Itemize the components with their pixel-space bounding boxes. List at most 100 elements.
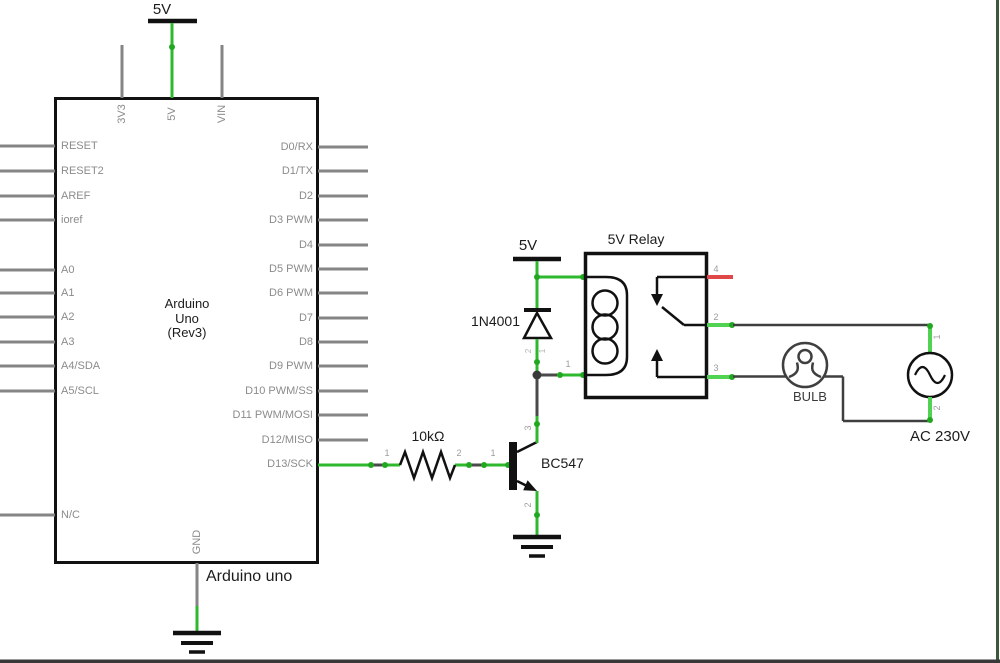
wire-dot xyxy=(557,372,563,378)
transistor-base-num: 1 xyxy=(490,448,496,458)
ac-source-label: AC 230V xyxy=(910,428,971,445)
base-drive-net[interactable] xyxy=(318,462,511,468)
relay-coil-loop xyxy=(591,337,619,365)
transistor-base-bar[interactable] xyxy=(509,442,517,490)
pin-label-d8: D8 xyxy=(298,336,313,348)
wire-dot xyxy=(927,323,933,329)
contact-arrow-up xyxy=(651,349,663,361)
relay-title: 5V Relay xyxy=(607,231,665,247)
diode-triangle[interactable] xyxy=(521,310,554,340)
wire-dot xyxy=(368,462,374,468)
transistor-bc547[interactable] xyxy=(509,440,561,558)
pin-label-3v3: 3V3 xyxy=(116,104,128,124)
bulb-filament-left xyxy=(788,362,800,379)
resistor-10k[interactable] xyxy=(398,448,457,482)
contact-arrow-down xyxy=(651,294,663,306)
flyback-diode-net[interactable] xyxy=(513,256,586,443)
right-pin-stubs[interactable] xyxy=(318,145,368,442)
resistor-zigzag[interactable] xyxy=(398,448,457,482)
pin-label-d3: D3 PWM xyxy=(269,214,313,226)
pin-label-a2: A2 xyxy=(61,311,75,323)
ground-symbol-emitter xyxy=(513,534,561,558)
arduino-name-line2: Uno xyxy=(175,310,199,326)
wire-dot xyxy=(481,462,487,468)
bulb-filament-loop xyxy=(797,348,813,365)
pin-label-a1: A1 xyxy=(61,287,75,299)
diode-pin2-num: 2 xyxy=(524,348,533,354)
diode-pin1-num: 1 xyxy=(538,348,547,354)
wire-dot xyxy=(927,417,933,423)
pin-label-d11: D11 PWM/MOSI xyxy=(232,409,313,421)
transistor-collector-num: 3 xyxy=(523,425,533,431)
wire-dot xyxy=(534,421,540,427)
pin-label-a5-scl: A5/SCL xyxy=(61,385,99,397)
ground-symbol-arduino xyxy=(173,630,221,654)
arduino-board[interactable] xyxy=(0,18,368,654)
right-edge-border xyxy=(996,0,999,663)
wire-dot xyxy=(729,322,735,328)
arduino-name-line3: (Rev3) xyxy=(167,325,207,340)
pin-label-d7: D7 xyxy=(298,312,313,324)
wire-dot xyxy=(534,359,540,365)
arduino-5v-label: 5V xyxy=(152,1,172,18)
relay-pin3-num: 3 xyxy=(713,363,719,373)
pin-label-d13: D13/SCK xyxy=(267,458,313,470)
resistor-pin1-num: 1 xyxy=(384,448,390,458)
wire-dot xyxy=(466,462,472,468)
arduino-name-line1: Arduino xyxy=(164,296,210,311)
pin-label-aref: AREF xyxy=(61,190,91,202)
arduino-caption: Arduino uno xyxy=(206,568,293,585)
relay-5v-label: 5V xyxy=(518,237,538,254)
pin-label-5v: 5V xyxy=(166,107,178,121)
pin-label-gnd: GND xyxy=(191,529,203,555)
pin-label-d2: D2 xyxy=(298,190,313,202)
arduino-outline[interactable] xyxy=(54,97,319,564)
relay-coil-loop xyxy=(591,289,619,317)
bulb-circle[interactable] xyxy=(781,341,829,389)
left-pin-stubs[interactable] xyxy=(0,144,55,517)
bulb-lamp[interactable] xyxy=(781,341,829,389)
ac-pin1-num: 1 xyxy=(932,334,942,340)
relay-coil-loop xyxy=(591,313,619,341)
pin-label-d5: D5 PWM xyxy=(269,263,313,275)
ac-source[interactable] xyxy=(906,323,954,423)
bulb-filament-right xyxy=(810,362,822,379)
bottom-edge-border xyxy=(0,659,1000,663)
relay-coil-arc xyxy=(587,275,629,377)
load-circuit[interactable] xyxy=(733,323,954,423)
resistor-value-label: 10kΩ xyxy=(411,428,445,444)
pin-label-d10: D10 PWM/SS xyxy=(245,385,313,397)
sine-wave-icon xyxy=(914,365,946,385)
relay-5v[interactable] xyxy=(583,251,736,400)
junction-dot xyxy=(532,370,542,380)
wire-dot xyxy=(534,274,540,280)
ac-pin2-num: 2 xyxy=(932,405,942,411)
relay-pin4-num: 4 xyxy=(713,264,719,274)
wire-dot xyxy=(382,462,388,468)
pin-label-d4: D4 xyxy=(298,239,313,251)
arduino-name: Arduino Uno (Rev3) xyxy=(137,296,237,341)
pin-label-a4-sda: A4/SDA xyxy=(61,360,101,372)
pin-label-d9: D9 PWM xyxy=(269,360,313,372)
relay-pin2-num: 2 xyxy=(713,312,719,322)
wire-dot xyxy=(534,512,540,518)
pin-label-ioref: ioref xyxy=(61,214,83,226)
wire-dot xyxy=(169,44,175,50)
pin-label-a3: A3 xyxy=(61,336,75,348)
pin-label-nc: N/C xyxy=(61,509,80,521)
pin-label-d1: D1/TX xyxy=(281,165,313,177)
transistor-collector-lead xyxy=(516,440,538,454)
pin-label-reset: RESET xyxy=(61,140,98,152)
pin-label-d6: D6 PWM xyxy=(269,287,313,299)
bulb-label: BULB xyxy=(793,389,827,404)
pin-label-vin: VIN xyxy=(216,104,228,124)
emitter-arrow xyxy=(523,480,537,491)
diode-part-label: 1N4001 xyxy=(470,313,520,329)
resistor-pin2-num: 2 xyxy=(456,448,462,458)
pin-label-d12: D12/MISO xyxy=(261,434,313,446)
pin-label-a0: A0 xyxy=(61,264,75,276)
relay-blade xyxy=(661,306,685,326)
transistor-part-label: BC547 xyxy=(541,455,584,471)
